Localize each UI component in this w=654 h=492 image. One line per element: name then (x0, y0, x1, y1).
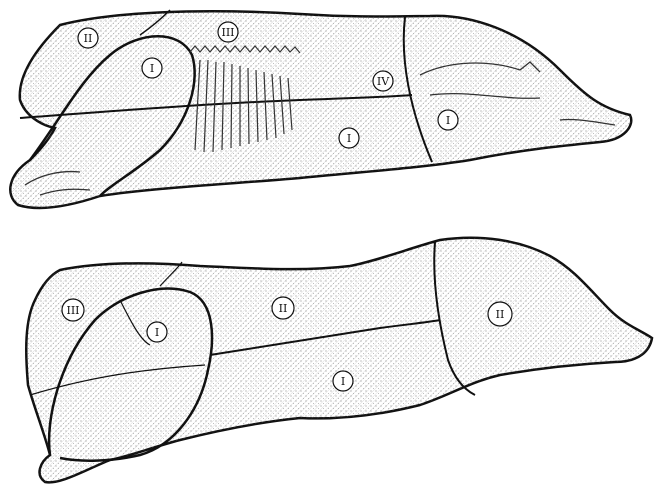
svg-text:I: I (341, 375, 345, 388)
upper-cut-label-4: IV (373, 71, 393, 91)
upper-carcass-view: II III I IV I I (10, 10, 631, 208)
svg-text:I: I (446, 114, 450, 127)
svg-text:II: II (496, 308, 505, 321)
svg-text:I: I (155, 326, 159, 339)
upper-cut-label-6: I (339, 128, 359, 148)
upper-cut-label-5: I (438, 110, 458, 130)
lower-cut-label-3: II (272, 297, 294, 319)
lower-cut-label-1: III (62, 299, 84, 321)
svg-text:III: III (66, 304, 79, 317)
svg-text:III: III (221, 26, 234, 39)
svg-text:I: I (347, 132, 351, 145)
svg-text:II: II (279, 302, 288, 315)
lower-cut-label-5: II (488, 302, 512, 326)
svg-text:I: I (150, 62, 154, 75)
upper-cut-label-3: I (142, 58, 162, 78)
lower-fill-hatch (26, 238, 652, 483)
svg-text:II: II (84, 32, 93, 45)
lower-cut-label-4: I (333, 371, 353, 391)
upper-cut-label-1: II (78, 28, 98, 48)
upper-fill-hatch (10, 11, 631, 208)
lower-carcass-view: III I II I II (26, 238, 652, 483)
upper-cut-label-2: III (218, 22, 238, 42)
svg-text:IV: IV (377, 75, 390, 88)
lower-cut-label-2: I (147, 322, 167, 342)
